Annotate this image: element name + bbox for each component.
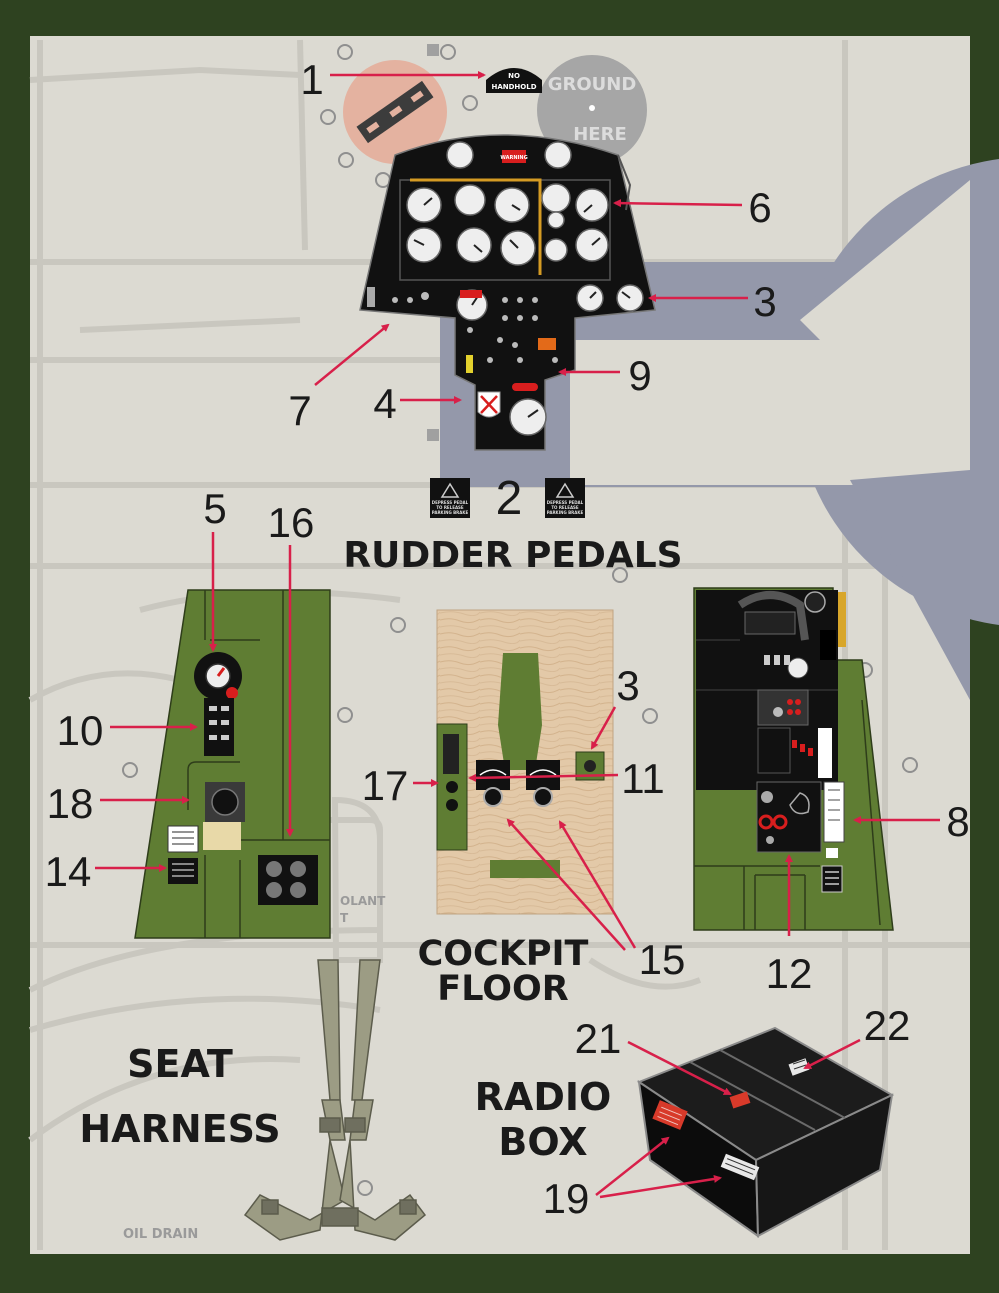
title-harness: HARNESS xyxy=(79,1107,280,1151)
cockpit-floor xyxy=(436,609,614,915)
instrument-panel: WARNING xyxy=(359,134,656,451)
callout-number: 4 xyxy=(373,380,396,427)
title-radio: RADIO xyxy=(475,1075,612,1119)
ground-text-2: HERE xyxy=(573,124,627,145)
callout-number: 22 xyxy=(864,1002,911,1049)
callout-number: 11 xyxy=(621,755,665,802)
callout-arrows xyxy=(95,71,940,1199)
screw-heads xyxy=(122,44,918,1196)
svg-text:DEPRESS PEDAL: DEPRESS PEDAL xyxy=(547,500,584,505)
svg-text:PARKING BRAKE: PARKING BRAKE xyxy=(432,510,469,515)
callout-number: 15 xyxy=(639,936,686,983)
callout-number: 6 xyxy=(748,184,771,231)
title-floor: FLOOR xyxy=(437,969,568,1009)
callout-number: 14 xyxy=(45,848,92,895)
coolant-marking-1: OLANT xyxy=(340,894,386,908)
warning-placard xyxy=(502,150,526,163)
title-seat: SEAT xyxy=(127,1042,233,1086)
svg-text:NO: NO xyxy=(508,72,520,80)
radio-box xyxy=(636,1026,895,1238)
panel-lines-rounds xyxy=(331,796,383,963)
red-circle-stripe xyxy=(356,80,434,144)
svg-text:PARKING BRAKE: PARKING BRAKE xyxy=(547,510,584,515)
no-handhold-placard xyxy=(486,68,542,93)
svg-text:TO RELEASE: TO RELEASE xyxy=(551,505,579,510)
svg-text:TO RELEASE: TO RELEASE xyxy=(436,505,464,510)
title-cockpit: COCKPIT xyxy=(418,934,589,974)
callout-number: 21 xyxy=(575,1015,622,1062)
callout-number: 12 xyxy=(766,950,813,997)
svg-text:HANDHOLD: HANDHOLD xyxy=(491,83,536,91)
left-side-console xyxy=(134,589,331,939)
seat-harness xyxy=(243,959,427,1241)
callout-number: 1 xyxy=(300,56,323,103)
callout-number: 3 xyxy=(753,278,776,325)
oil-drain-marking: OIL DRAIN xyxy=(123,1227,198,1242)
callout-number: 18 xyxy=(47,780,94,827)
coolant-marking-2: T xyxy=(340,911,349,925)
pedal-placard-left: DEPRESS PEDAL TO RELEASE PARKING BRAKE xyxy=(430,478,470,518)
callout-number: 7 xyxy=(288,387,311,434)
callout-number: 3 xyxy=(616,662,639,709)
callout-number: 10 xyxy=(57,707,104,754)
ground-text-1: GROUND xyxy=(548,74,637,95)
title-box: BOX xyxy=(498,1120,587,1164)
callout-number: 19 xyxy=(543,1175,590,1222)
orange-switch xyxy=(538,338,556,350)
callout-number: 17 xyxy=(362,762,409,809)
callout-number: 8 xyxy=(946,798,969,845)
callout-numbers: 1 6 3 7 9 4 2 5 16 10 18 14 3 17 11 15 8… xyxy=(45,56,970,1222)
right-side-console xyxy=(693,587,894,931)
svg-text:WARNING: WARNING xyxy=(500,155,527,161)
title-rudder-pedals: RUDDER PEDALS xyxy=(343,535,682,576)
callout-number: 2 xyxy=(496,472,523,525)
pedal-placard-right: DEPRESS PEDAL TO RELEASE PARKING BRAKE xyxy=(545,478,585,518)
svg-text:DEPRESS PEDAL: DEPRESS PEDAL xyxy=(432,500,469,505)
callout-number: 9 xyxy=(628,352,651,399)
callout-number: 5 xyxy=(203,485,226,532)
callout-number: 16 xyxy=(268,499,315,546)
instrument-shield-placard xyxy=(477,391,501,418)
